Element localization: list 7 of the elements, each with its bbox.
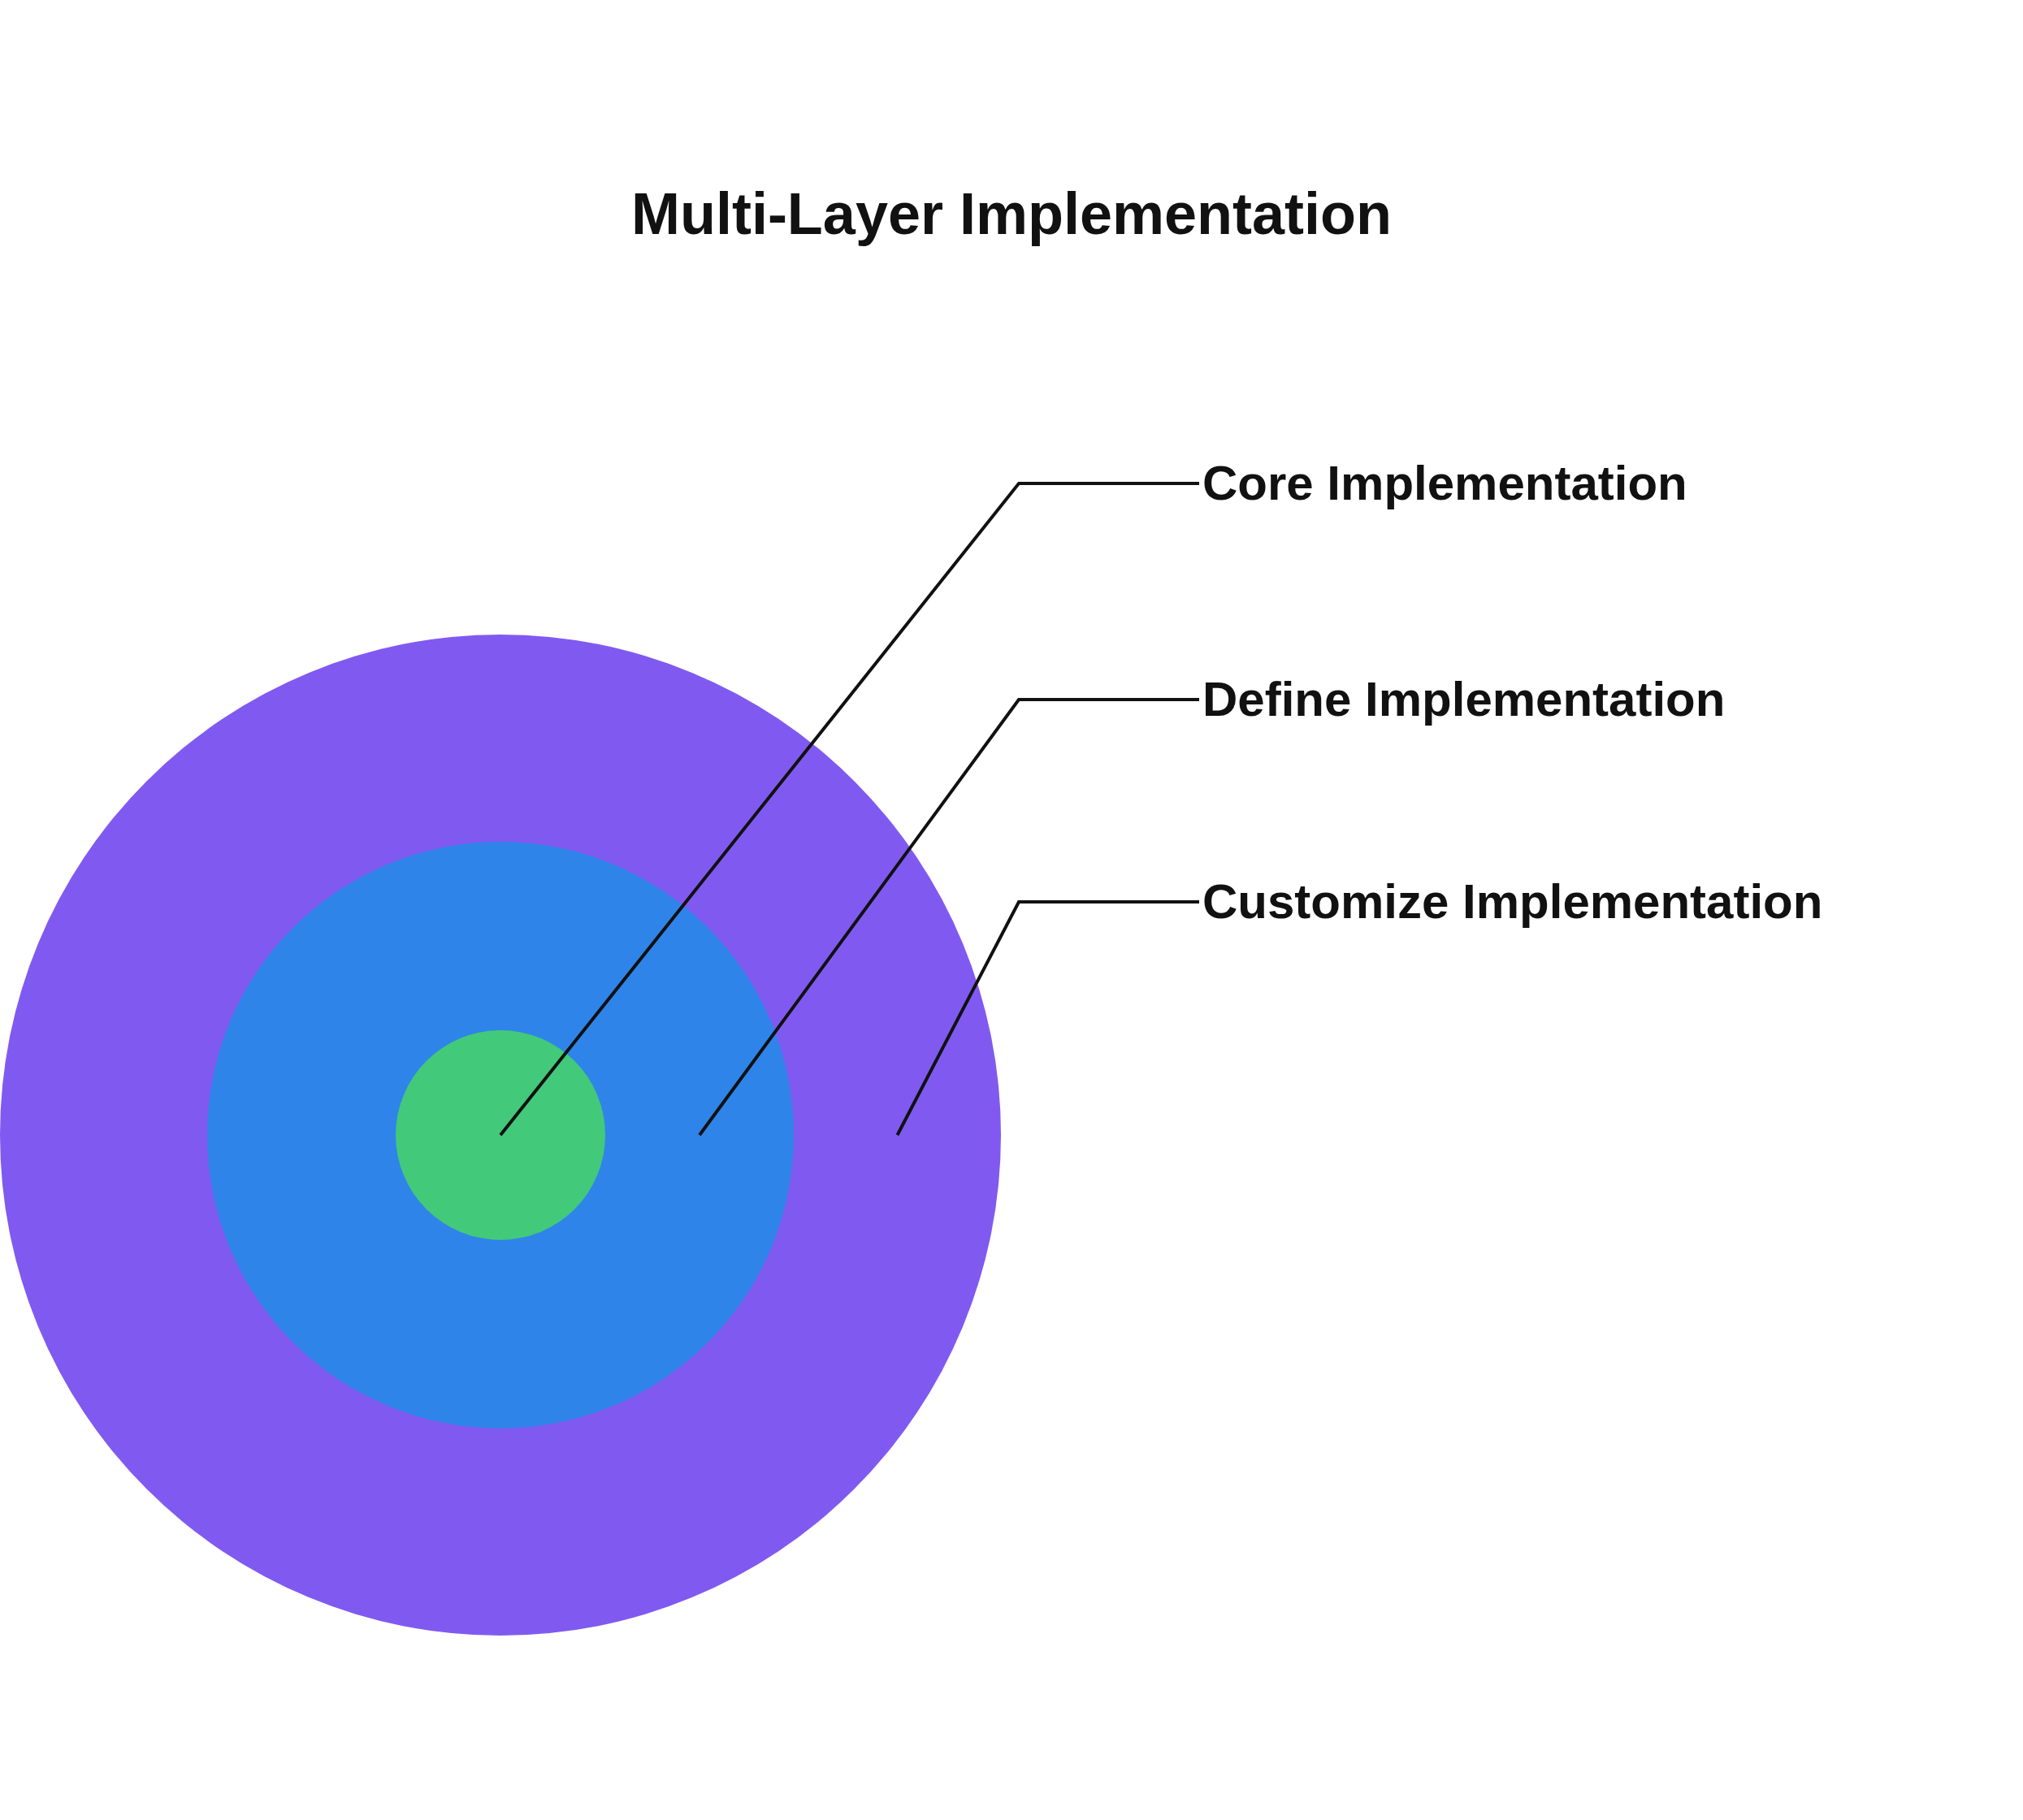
diagram-title: Multi-Layer Implementation	[630, 180, 1393, 247]
layer-label: Customize Implementation	[1202, 873, 1823, 930]
leader-line	[698, 698, 1199, 1137]
leader-line	[895, 900, 1199, 1136]
leader-line	[499, 482, 1199, 1137]
layer-label: Define Implementation	[1202, 671, 1726, 728]
layer-label: Core Implementation	[1202, 455, 1687, 512]
